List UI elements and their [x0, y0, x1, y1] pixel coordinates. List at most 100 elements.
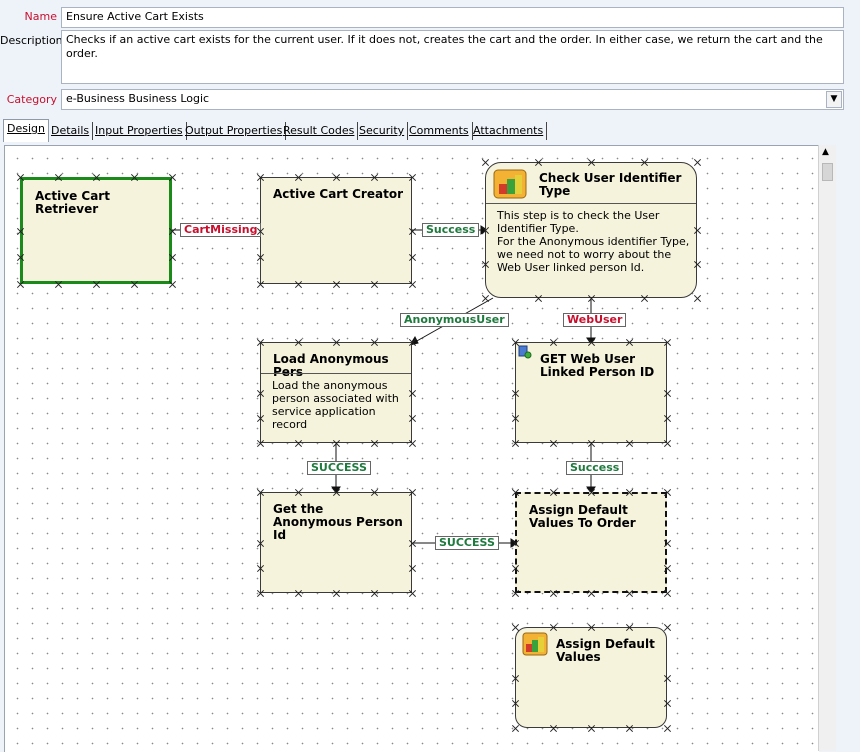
connector-label-success-get[interactable]: SUCCESS [435, 536, 499, 550]
anchor-marker [588, 440, 595, 447]
anchor-marker [371, 440, 378, 447]
anchor-marker [257, 281, 264, 288]
node-title: Load Anonymous Pers [273, 352, 389, 379]
anchor-marker [409, 565, 416, 572]
anchor-marker [626, 339, 633, 346]
category-select[interactable]: e-Business Business Logic ▼ [61, 89, 844, 110]
anchor-marker [409, 228, 416, 235]
vertical-scrollbar[interactable]: ▲ [818, 145, 836, 751]
node-get-anonymous-person-id[interactable]: Get the Anonymous Person Id [260, 492, 412, 593]
anchor-marker [169, 254, 176, 261]
anchor-marker [409, 390, 416, 397]
node-active-cart-retriever[interactable]: Active Cart Retriever [20, 177, 172, 284]
tab-design[interactable]: Design [3, 119, 49, 142]
connector-label-cartmissing[interactable]: CartMissing [180, 223, 262, 237]
anchor-marker [512, 590, 519, 597]
anchor-marker [482, 261, 489, 268]
anchor-marker [664, 700, 671, 707]
tab-details[interactable]: Details [48, 122, 94, 140]
anchor-marker [694, 295, 701, 302]
node-active-cart-creator[interactable]: Active Cart Creator [260, 177, 412, 284]
anchor-marker [482, 159, 489, 166]
design-canvas[interactable]: Active Cart Retriever Active Cart Creato… [4, 145, 819, 752]
anchor-marker [295, 174, 302, 181]
anchor-marker [512, 339, 519, 346]
anchor-marker [588, 295, 595, 302]
anchor-marker [333, 281, 340, 288]
anchor-marker [588, 489, 595, 496]
anchor-marker [131, 174, 138, 181]
description-label: Description [0, 34, 63, 47]
node-description: This step is to check the User Identifie… [497, 209, 690, 274]
tab-comments[interactable]: Comments [406, 122, 473, 140]
anchor-marker [588, 159, 595, 166]
anchor-marker [512, 675, 519, 682]
node-assign-default-values[interactable]: Assign Default Values [515, 627, 667, 728]
connector-label-anonymoususer[interactable]: AnonymousUser [400, 313, 509, 327]
anchor-marker [257, 590, 264, 597]
connector-label-webuser[interactable]: WebUser [563, 313, 627, 327]
node-title: Check User Identifier Type [539, 171, 682, 198]
anchor-marker [409, 174, 416, 181]
anchor-marker [17, 228, 24, 235]
node-title: Get the Anonymous Person Id [273, 502, 403, 542]
anchor-marker [588, 624, 595, 631]
anchor-marker [694, 261, 701, 268]
connector-label-success-web[interactable]: Success [566, 461, 624, 475]
anchor-marker [93, 281, 100, 288]
scrollbar-thumb[interactable] [822, 163, 833, 181]
anchor-marker [512, 700, 519, 707]
anchor-marker [626, 725, 633, 732]
node-get-web-user-linked-person-id[interactable]: GET Web User Linked Person ID [515, 342, 667, 443]
anchor-marker [257, 254, 264, 261]
anchor-marker [257, 540, 264, 547]
scroll-up-icon[interactable]: ▲ [822, 147, 829, 157]
anchor-marker [257, 339, 264, 346]
anchor-marker [371, 174, 378, 181]
anchor-marker [588, 339, 595, 346]
anchor-marker [93, 174, 100, 181]
node-title: Active Cart Retriever [35, 189, 110, 216]
tab-output-properties[interactable]: Output Properties [182, 122, 287, 140]
anchor-marker [550, 725, 557, 732]
anchor-marker [17, 281, 24, 288]
anchor-marker [333, 174, 340, 181]
name-field[interactable]: Ensure Active Cart Exists [61, 7, 844, 28]
anchor-marker [169, 281, 176, 288]
node-check-user-identifier-type[interactable]: Check User Identifier Type This step is … [485, 162, 697, 298]
tab-result-codes[interactable]: Result Codes [280, 122, 359, 140]
anchor-marker [257, 565, 264, 572]
connector-label-success[interactable]: Success [422, 223, 480, 237]
anchor-marker [512, 565, 519, 572]
anchor-marker [333, 440, 340, 447]
anchor-marker [409, 489, 416, 496]
node-load-anonymous-pers[interactable]: Load Anonymous Pers Load the anonymous p… [260, 342, 412, 443]
anchor-marker [295, 489, 302, 496]
anchor-marker [371, 339, 378, 346]
anchor-marker [295, 281, 302, 288]
connector-label-success-load[interactable]: SUCCESS [307, 461, 371, 475]
anchor-marker [550, 339, 557, 346]
anchor-marker [550, 624, 557, 631]
node-assign-default-values-to-order[interactable]: Assign Default Values To Order [515, 492, 667, 593]
anchor-marker [641, 159, 648, 166]
tab-attachments[interactable]: Attachments [470, 122, 548, 140]
anchor-marker [664, 390, 671, 397]
anchor-marker [482, 227, 489, 234]
anchor-marker [512, 415, 519, 422]
tab-security[interactable]: Security [356, 122, 409, 140]
anchor-marker [664, 339, 671, 346]
anchor-marker [257, 390, 264, 397]
anchor-marker [550, 489, 557, 496]
anchor-marker [694, 227, 701, 234]
anchor-marker [55, 174, 62, 181]
node-title: GET Web User Linked Person ID [540, 352, 655, 379]
anchor-marker [664, 489, 671, 496]
category-value: e-Business Business Logic [66, 92, 210, 105]
anchor-marker [664, 565, 671, 572]
node-title: Active Cart Creator [273, 187, 403, 201]
tab-input-properties[interactable]: Input Properties [92, 122, 187, 140]
chevron-down-icon[interactable]: ▼ [826, 91, 842, 108]
description-field[interactable]: Checks if an active cart exists for the … [61, 30, 844, 84]
node-divider [486, 203, 696, 204]
